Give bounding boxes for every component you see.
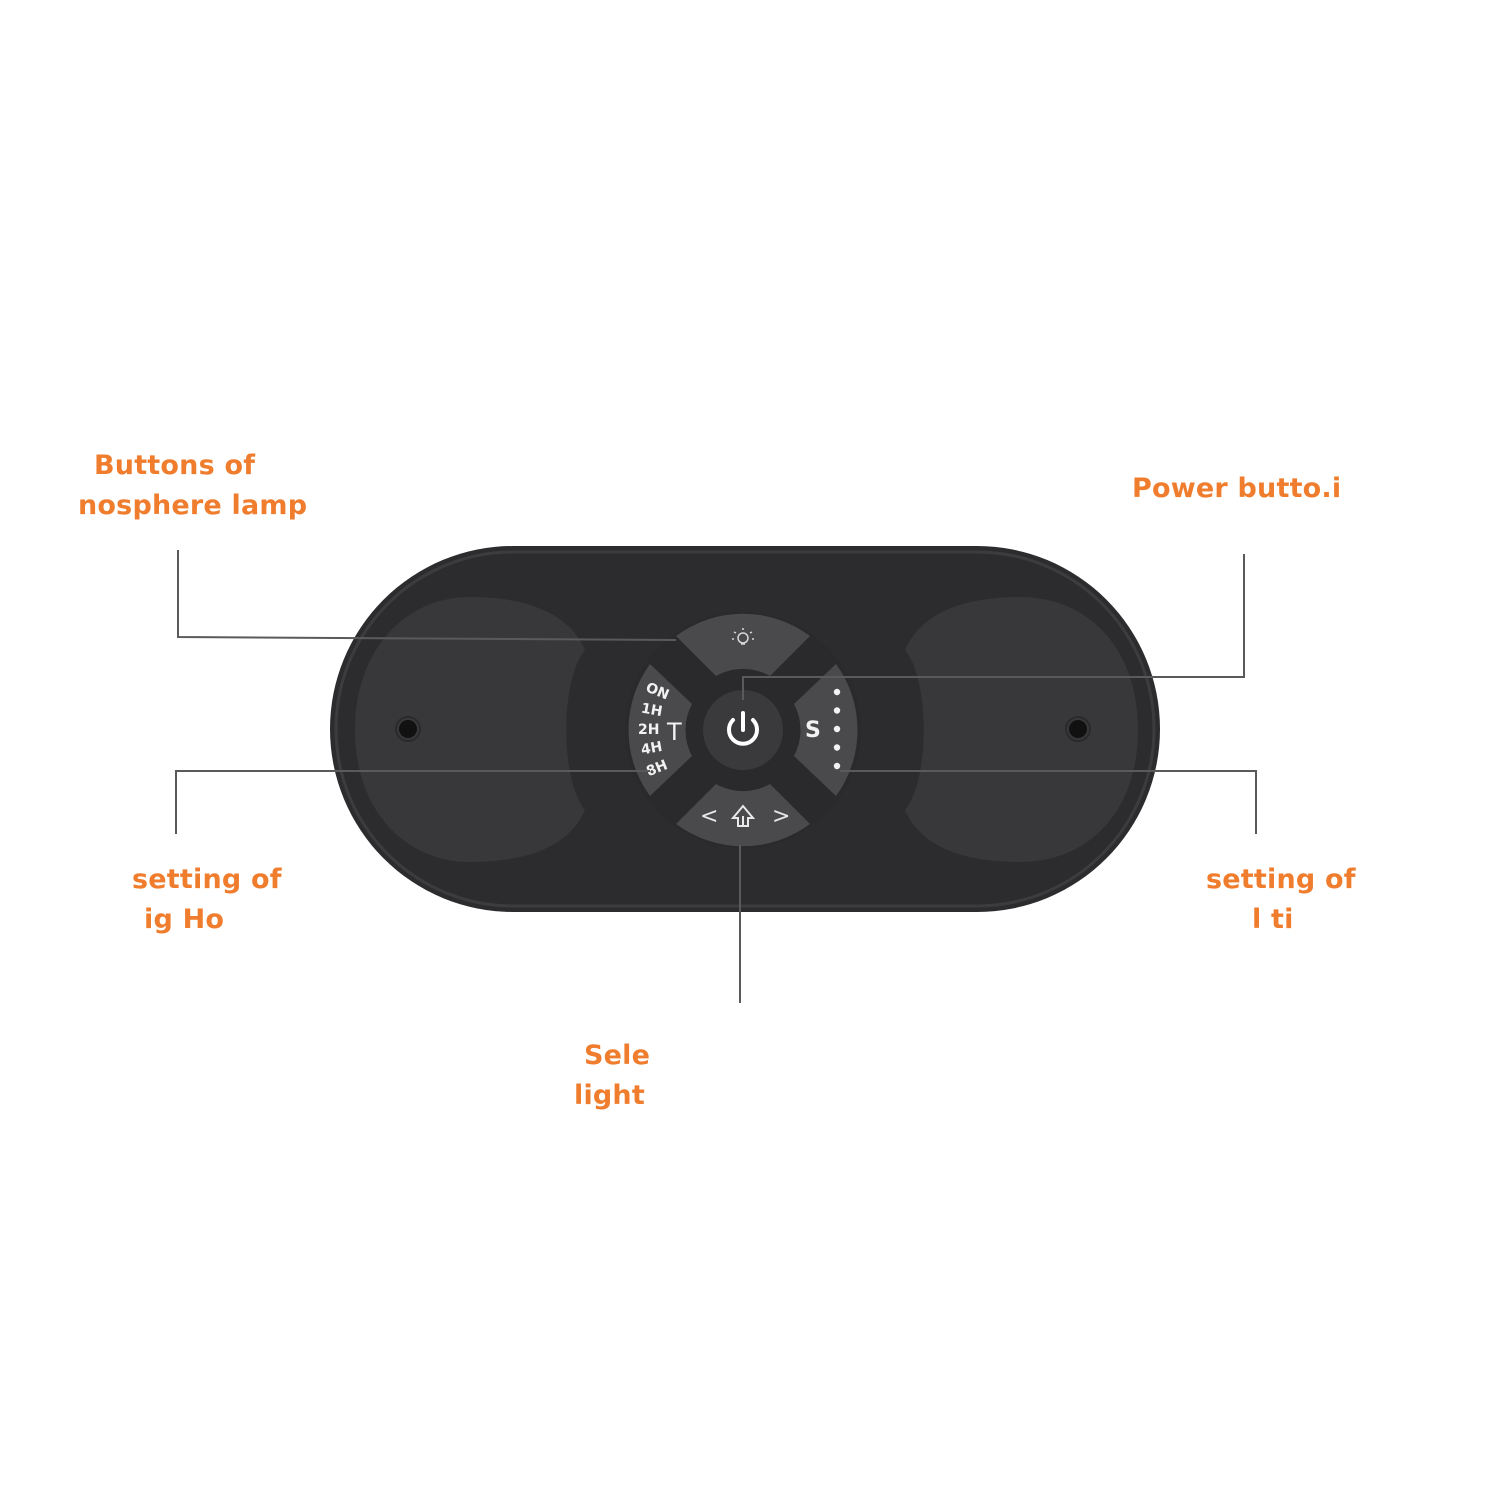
speed-level-dot xyxy=(833,688,841,696)
label-lamp-line1: Buttons of xyxy=(94,450,256,481)
leader-lines xyxy=(175,550,1257,1003)
timer-letter: T xyxy=(666,718,682,746)
leader-lamp xyxy=(177,550,677,641)
label-speed-setting: setting of l ti xyxy=(1206,860,1356,940)
leader-power xyxy=(742,554,1245,700)
speed-level-dot xyxy=(833,744,841,751)
left-pad-hole-rim xyxy=(395,716,421,742)
leader-speed xyxy=(840,770,1257,834)
label-timer-setting: setting of ig Ho xyxy=(132,860,282,940)
lamp-button[interactable] xyxy=(676,613,810,676)
left-pad-hole xyxy=(399,720,417,738)
label-select-line2: light xyxy=(574,1080,645,1111)
label-lamp-buttons: Buttons of nosphere lamp xyxy=(78,446,307,526)
timer-option-4h: 4H xyxy=(640,739,664,758)
label-select-light: Sele light xyxy=(574,1036,650,1116)
label-speed-line2: l ti xyxy=(1252,904,1294,935)
right-pad-hole xyxy=(1069,720,1087,738)
right-pad-hole-rim xyxy=(1065,716,1091,742)
label-power-line1: Power butto.i xyxy=(1132,473,1342,504)
right-pad xyxy=(905,597,1138,862)
label-speed-line1: setting of xyxy=(1206,864,1356,895)
speed-level-dots xyxy=(833,688,841,770)
leader-timer xyxy=(175,770,650,834)
label-timer-line2: ig Ho xyxy=(144,904,225,935)
select-light-button[interactable] xyxy=(676,784,810,847)
power-icon xyxy=(727,711,759,746)
remote-body-rim xyxy=(334,550,1156,908)
speed-letter: S xyxy=(805,718,821,743)
next-arrow-icon[interactable]: > xyxy=(772,804,790,829)
timer-option-1h: 1H xyxy=(640,701,664,720)
label-select-line1: Sele xyxy=(584,1040,651,1071)
timer-option-8h: 8H xyxy=(644,757,670,780)
timer-button[interactable] xyxy=(628,664,692,796)
prev-arrow-icon[interactable]: < xyxy=(700,804,718,829)
timer-option-2h: 2H xyxy=(638,722,659,738)
speed-level-dot xyxy=(833,725,841,733)
bulb-icon xyxy=(732,628,754,645)
speed-level-dot xyxy=(833,762,841,770)
left-pad xyxy=(355,597,585,862)
speed-button[interactable] xyxy=(794,664,858,796)
speed-level-dot xyxy=(833,707,841,714)
label-lamp-line2: nosphere lamp xyxy=(78,490,308,521)
light-mode-icon xyxy=(730,804,756,827)
label-timer-line1: setting of xyxy=(132,864,282,895)
label-power-button: Power butto.i xyxy=(1132,469,1341,509)
